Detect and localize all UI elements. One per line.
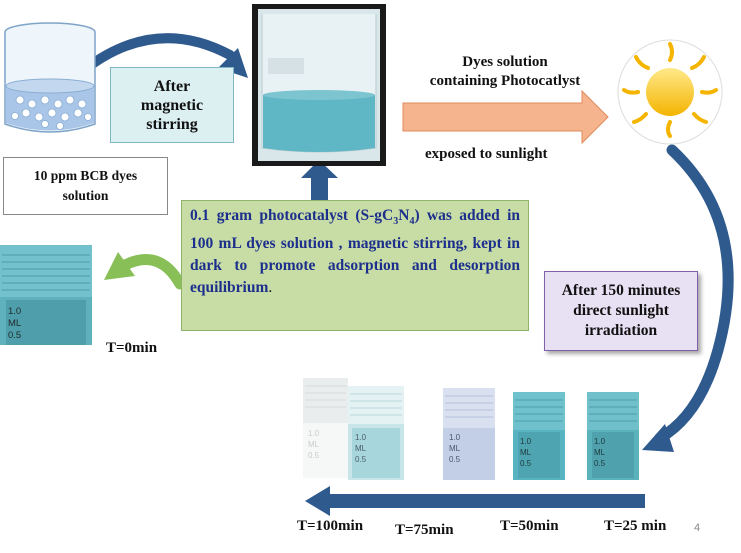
slide-number: 4 — [694, 522, 701, 534]
label-t50: T=50min — [500, 518, 559, 534]
after-stirring-line-3: stirring — [146, 115, 198, 133]
mark-2: ML — [449, 444, 461, 453]
bcb-solution-box: 10 ppm BCB dyes solution — [3, 157, 168, 215]
mark-2: ML — [594, 448, 606, 457]
bottom-left-arrow — [305, 486, 645, 516]
vial-t75-marks: 1.0 ML 0.5 — [355, 432, 366, 465]
photocatalyst-box: 0.1 gram photocatalyst (S-gC3N4) was add… — [181, 200, 529, 331]
right-curved-arrow-head — [642, 424, 674, 452]
sun-icon — [617, 39, 723, 145]
orange-right-arrow — [402, 89, 609, 145]
irradiation-box: After 150 minutes direct sunlight irradi… — [544, 271, 698, 351]
after-stirring-line-2: magnetic — [140, 96, 204, 114]
right-curved-arrow — [654, 144, 734, 444]
beaker-photo — [252, 4, 386, 166]
vial-t100-marks: 1.0 ML 0.5 — [308, 428, 319, 461]
mark-1: 1.0 — [8, 306, 22, 317]
mark-3: 0.5 — [594, 459, 606, 468]
dyes-solution-label: Dyes solution containing Photocatlyst — [405, 53, 605, 91]
vial-t75 — [348, 386, 404, 480]
green-curved-arrow — [119, 254, 186, 290]
mark-3: 0.5 — [355, 455, 367, 464]
subscript-3: 3 — [393, 216, 399, 228]
mark-3: 0.5 — [520, 459, 532, 468]
photocatalyst-text-tail: equilibrium — [190, 279, 269, 297]
photocatalyst-text-end: . — [268, 279, 273, 297]
label-t0: T=0min — [106, 340, 158, 356]
vial-t25b-marks: 1.0 ML 0.5 — [594, 436, 605, 469]
vial-t100 — [303, 378, 348, 478]
vial-t50 — [443, 388, 495, 480]
mark-1: 1.0 — [594, 437, 606, 446]
irradiation-line-2: direct sunlight — [573, 302, 669, 319]
mark-2: ML — [520, 448, 532, 457]
label-t100: T=100min — [297, 518, 364, 534]
vial-t0 — [0, 245, 92, 345]
label-t25: T=25 min — [604, 518, 667, 534]
up-arrow-shaft — [311, 178, 328, 200]
mark-3: 0.5 — [308, 451, 320, 460]
photocatalyst-text-mid: N — [398, 207, 410, 224]
vial-t0-marks: 1.0 ML 0.5 — [8, 306, 21, 342]
vial-t25a — [513, 392, 565, 480]
bcb-line-2: solution — [62, 188, 109, 203]
mark-2: ML — [308, 440, 320, 449]
exposed-label: exposed to sunlight — [425, 146, 548, 162]
vial-t50-marks: 1.0 ML 0.5 — [449, 432, 460, 465]
small-beaker-icon — [4, 22, 96, 133]
label-t75: T=75min — [395, 522, 454, 538]
mark-1: 1.0 — [449, 433, 461, 442]
mark-3: 0.5 — [449, 455, 461, 464]
vial-t25a-marks: 1.0 ML 0.5 — [520, 436, 531, 469]
mark-1: 1.0 — [520, 437, 532, 446]
vial-t25b — [587, 392, 639, 480]
mark-2: ML — [355, 444, 367, 453]
dyes-line-2: containing Photocatlyst — [429, 73, 581, 89]
mark-1: 1.0 — [308, 429, 320, 438]
after-stirring-line-1: After — [153, 77, 191, 95]
mark-2: ML — [8, 318, 22, 329]
bcb-line-1: 10 ppm BCB dyes — [33, 168, 138, 183]
dyes-line-1: Dyes solution — [462, 54, 548, 70]
green-curved-arrow-head — [104, 252, 135, 280]
photocatalyst-text-post: ) was added in 100 mL dyes solution , ma… — [190, 207, 521, 275]
curved-arrow-to-beaker — [79, 33, 235, 75]
irradiation-line-3: irradiation — [584, 322, 658, 339]
up-arrow-head — [301, 160, 338, 178]
subscript-4: 4 — [409, 216, 415, 228]
after-stirring-box: After magnetic stirring — [110, 67, 234, 143]
mark-1: 1.0 — [355, 433, 367, 442]
irradiation-line-1: After 150 minutes — [561, 282, 681, 299]
photocatalyst-text-pre: 0.1 gram photocatalyst (S-gC — [190, 207, 394, 224]
mark-3: 0.5 — [8, 330, 22, 341]
